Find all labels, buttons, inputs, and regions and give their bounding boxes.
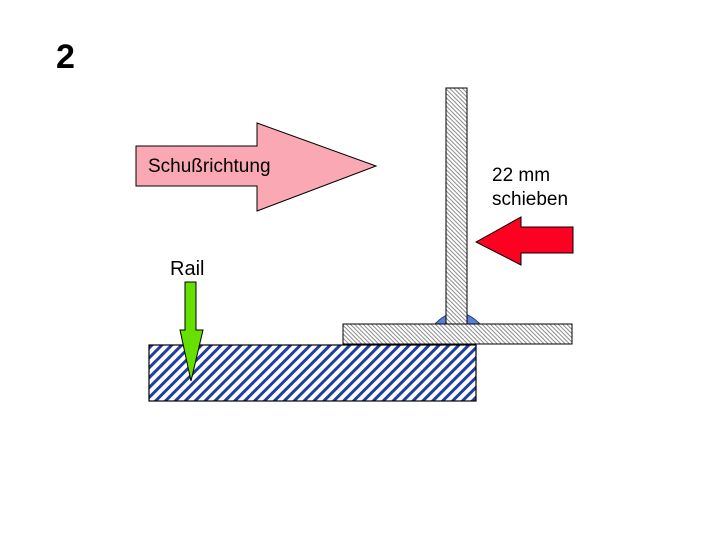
rail-label: Rail	[170, 258, 205, 280]
push-action-label: schieben	[492, 189, 569, 210]
rail-arrow	[179, 281, 204, 382]
slide-number: 2	[56, 38, 75, 76]
vertical-post	[445, 87, 468, 325]
base-block	[148, 344, 477, 402]
direction-label: Schußrichtung	[148, 156, 271, 177]
push-distance-label: 22 mm	[492, 165, 551, 186]
push-arrow	[474, 216, 574, 266]
horizontal-plate	[342, 323, 573, 345]
direction-arrow	[135, 122, 378, 212]
